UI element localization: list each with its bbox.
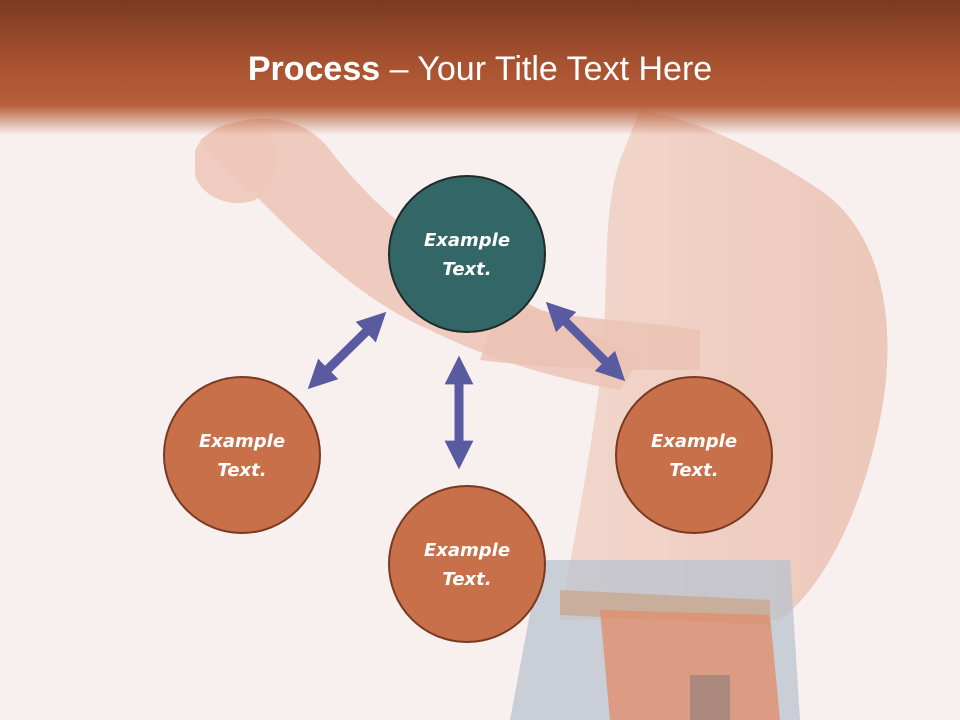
title-dash: – <box>380 50 418 88</box>
double-arrow-top-left <box>307 311 387 390</box>
title-bold: Process <box>247 50 381 88</box>
title-bar <box>0 0 960 135</box>
node-left-line2: Text. <box>217 460 266 481</box>
title-rest: Your Title Text Here <box>417 50 713 88</box>
node-top-line2: Text. <box>442 259 491 280</box>
node-bottom-line2: Text. <box>442 569 491 590</box>
process-node-bottom: Example Text. <box>388 485 546 643</box>
process-node-top: Example Text. <box>388 175 546 333</box>
slide-title: Process – Your Title Text Here <box>0 50 960 89</box>
process-node-right: Example Text. <box>615 376 773 534</box>
node-bottom-line1: Example <box>424 540 510 561</box>
node-top-line1: Example <box>424 230 510 251</box>
node-right-line2: Text. <box>669 460 718 481</box>
node-right-line1: Example <box>651 431 737 452</box>
node-left-line1: Example <box>199 431 285 452</box>
double-arrow-top-right <box>545 301 626 382</box>
process-node-left: Example Text. <box>163 376 321 534</box>
